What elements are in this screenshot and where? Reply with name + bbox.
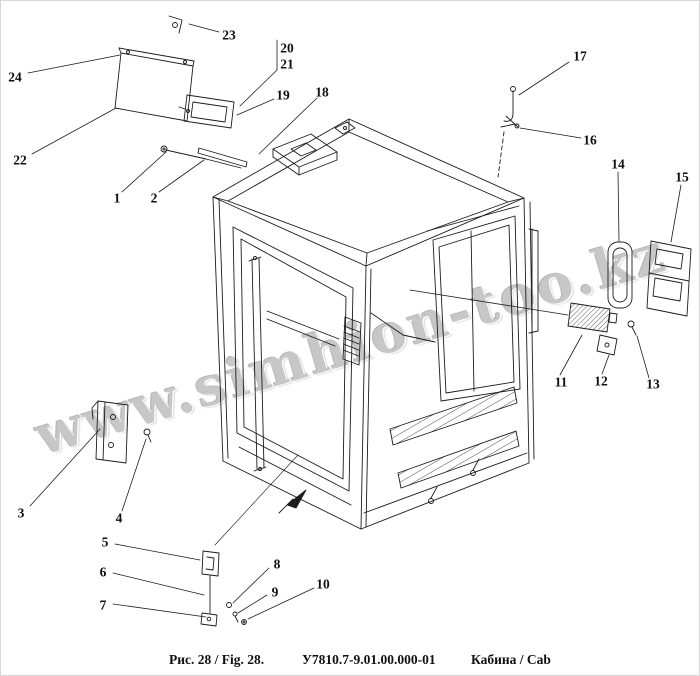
leader-lines — [27, 23, 682, 620]
view-arrow — [278, 489, 307, 514]
callout-12: 12 — [594, 373, 608, 389]
callout-22: 22 — [13, 152, 27, 168]
callout-23: 23 — [222, 27, 236, 43]
part-mirror-14 — [607, 241, 633, 309]
part-cover-plate — [178, 94, 235, 129]
cab-interior-lines — [266, 310, 436, 366]
part-sun-visor — [114, 47, 195, 122]
callout-20: 20 — [280, 40, 294, 56]
caption-title: Кабина / Cab — [471, 652, 551, 667]
part-latch-11 — [567, 302, 618, 333]
right-handrail — [528, 228, 539, 334]
callout-2: 2 — [150, 190, 158, 206]
callout-1: 1 — [113, 190, 121, 206]
part-hinge-3 — [91, 400, 129, 464]
part-pin-16 — [497, 115, 520, 178]
callout-10: 10 — [316, 576, 330, 592]
callout-19: 19 — [276, 87, 290, 103]
callout-6: 6 — [99, 564, 107, 580]
callout-7: 7 — [99, 597, 107, 613]
callout-3: 3 — [17, 505, 25, 521]
roof-hatch — [272, 133, 338, 176]
caption-figure-label: Рис. 28 / Fig. 28. — [169, 652, 265, 667]
callout-14: 14 — [611, 156, 625, 172]
callout-13: 13 — [646, 376, 660, 392]
callout-21: 21 — [280, 56, 294, 72]
callout-24: 24 — [8, 69, 22, 85]
cab-body — [212, 118, 539, 530]
callout-17: 17 — [573, 48, 587, 64]
callout-15: 15 — [675, 169, 689, 185]
callout-9: 9 — [271, 584, 279, 600]
callout-18: 18 — [315, 84, 329, 100]
callout-5: 5 — [101, 534, 109, 550]
part-bolt-4 — [143, 428, 152, 443]
callout-11: 11 — [554, 374, 568, 390]
callout-4: 4 — [115, 510, 123, 526]
caption-drawing-number: У7810.7-9.01.00.000-01 — [302, 652, 436, 667]
part-plate-12 — [596, 334, 618, 356]
caption: Рис. 28 / Fig. 28. У7810.7-9.01.00.000-0… — [1, 652, 699, 672]
part-hook-17 — [500, 86, 516, 128]
part-bolt-13 — [627, 320, 637, 336]
callout-8: 8 — [273, 556, 281, 572]
callout-16: 16 — [583, 132, 597, 148]
skirt-grilles — [389, 386, 520, 504]
part-bracket-23 — [168, 15, 183, 34]
front-handrail — [248, 256, 267, 472]
part-wiper — [160, 145, 248, 169]
part-bracket-15 — [646, 240, 692, 317]
part-lock-assembly — [200, 550, 247, 627]
